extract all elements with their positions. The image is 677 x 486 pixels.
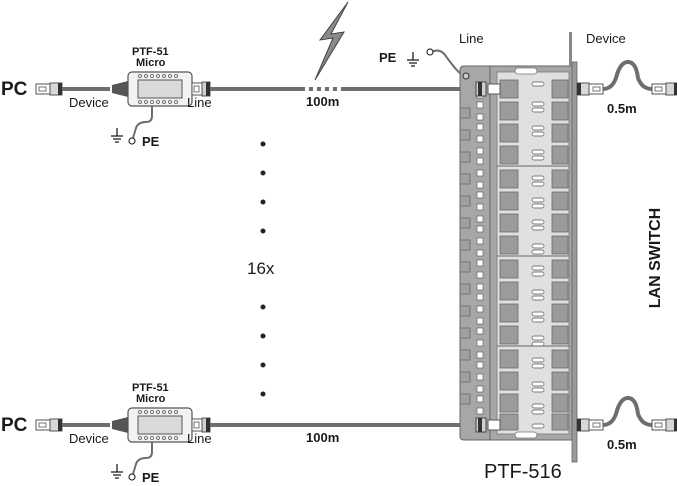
protector-name: PTF-51 bbox=[132, 382, 169, 394]
ground-icon bbox=[110, 127, 124, 143]
pc-label: PC bbox=[1, 79, 28, 100]
pe-terminal-icon bbox=[128, 473, 136, 481]
pc-connector-icon bbox=[35, 82, 63, 96]
line-label: Line bbox=[187, 95, 212, 110]
bottom-link bbox=[35, 407, 480, 481]
ground-icon bbox=[406, 51, 420, 67]
patch-length-label: 0.5m bbox=[607, 437, 637, 452]
patch-cord-plug-icon bbox=[651, 82, 677, 96]
switch-port-connector-icon bbox=[576, 82, 604, 96]
multiplier-label: 16x bbox=[247, 259, 275, 278]
protector-variant: Micro bbox=[136, 393, 166, 405]
top-link bbox=[35, 71, 480, 145]
patch-length-label: 0.5m bbox=[607, 101, 637, 116]
ptf516-panel bbox=[426, 48, 573, 441]
lightning-icon bbox=[314, 1, 349, 81]
protector-name: PTF-51 bbox=[132, 46, 169, 58]
device-label: Device bbox=[69, 95, 109, 110]
cable-length-label: 100m bbox=[306, 94, 340, 109]
pe-label: PE bbox=[142, 470, 160, 485]
lan-switch bbox=[569, 32, 677, 463]
patch-cord-plug-icon bbox=[651, 418, 677, 432]
panel-line-label: Line bbox=[459, 31, 484, 46]
pe-terminal-icon bbox=[128, 137, 136, 145]
pc-label: PC bbox=[1, 415, 28, 436]
switch-port-connector-icon bbox=[576, 418, 604, 432]
device-label: Device bbox=[69, 431, 109, 446]
ground-icon bbox=[110, 463, 124, 479]
pe-label: PE bbox=[142, 134, 160, 149]
line-label: Line bbox=[187, 431, 212, 446]
ellipsis-dots bbox=[260, 141, 266, 397]
switch-label: LAN SWITCH bbox=[647, 207, 664, 309]
protector-variant: Micro bbox=[136, 57, 166, 69]
panel-pe-label: PE bbox=[379, 50, 397, 65]
cable-length-label: 100m bbox=[306, 430, 340, 445]
panel-device-label: Device bbox=[586, 31, 626, 46]
panel-name: PTF-516 bbox=[484, 461, 562, 483]
pc-connector-icon bbox=[35, 418, 63, 432]
